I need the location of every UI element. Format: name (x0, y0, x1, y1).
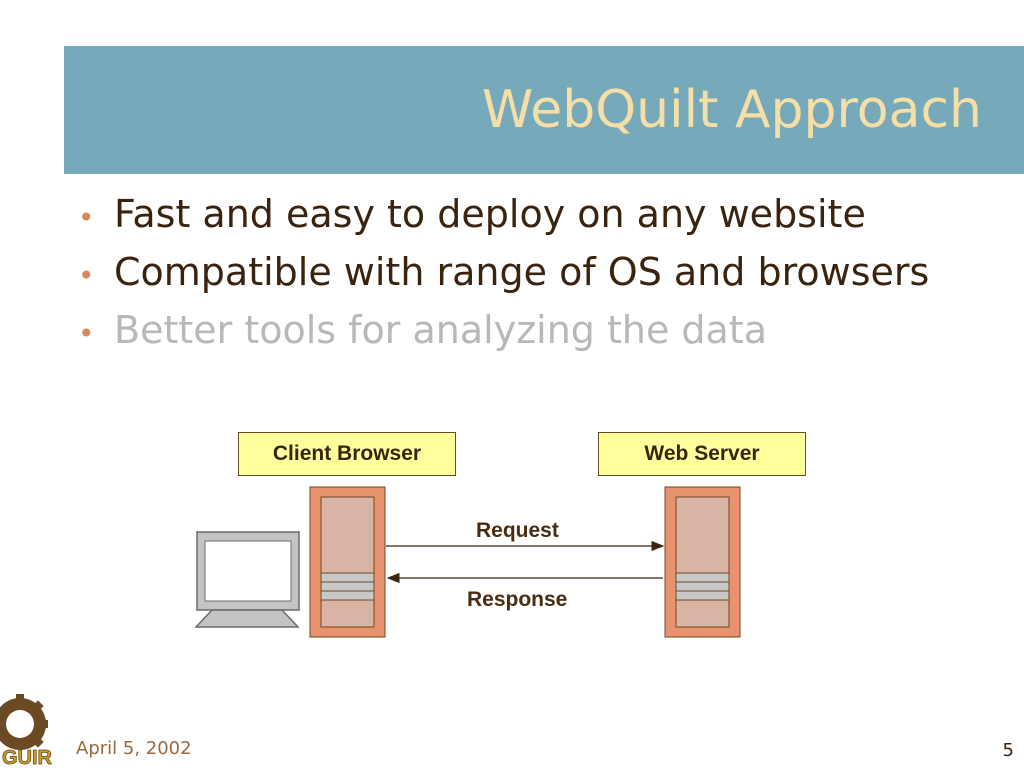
response-label: Response (467, 588, 568, 611)
logo-text: GUIR (2, 747, 53, 768)
bullet-dot-icon: • (78, 259, 95, 292)
page-number: 5 (1002, 740, 1014, 761)
client-tower-icon (309, 486, 386, 638)
bullet-item: • Better tools for analyzing the data (78, 308, 929, 366)
server-tower-icon (664, 486, 741, 638)
monitor-icon (194, 531, 300, 628)
request-label: Request (476, 519, 559, 542)
bullet-list: • Fast and easy to deploy on any website… (78, 192, 929, 366)
bullet-dot-icon: • (78, 201, 95, 234)
title-bar (64, 46, 1024, 174)
web-server-label: Web Server (598, 432, 806, 476)
client-browser-label: Client Browser (238, 432, 456, 476)
bullet-dot-icon: • (78, 317, 95, 350)
bullet-item: • Fast and easy to deploy on any website (78, 192, 929, 250)
bullet-item: • Compatible with range of OS and browse… (78, 250, 929, 308)
slide-title: WebQuilt Approach (481, 80, 982, 140)
footer-date: April 5, 2002 (76, 738, 192, 759)
bullet-text: Fast and easy to deploy on any website (114, 192, 866, 236)
bullet-text: Compatible with range of OS and browsers (114, 250, 930, 294)
bullet-text: Better tools for analyzing the data (114, 308, 768, 352)
guir-logo-icon: GUIR (0, 694, 53, 768)
